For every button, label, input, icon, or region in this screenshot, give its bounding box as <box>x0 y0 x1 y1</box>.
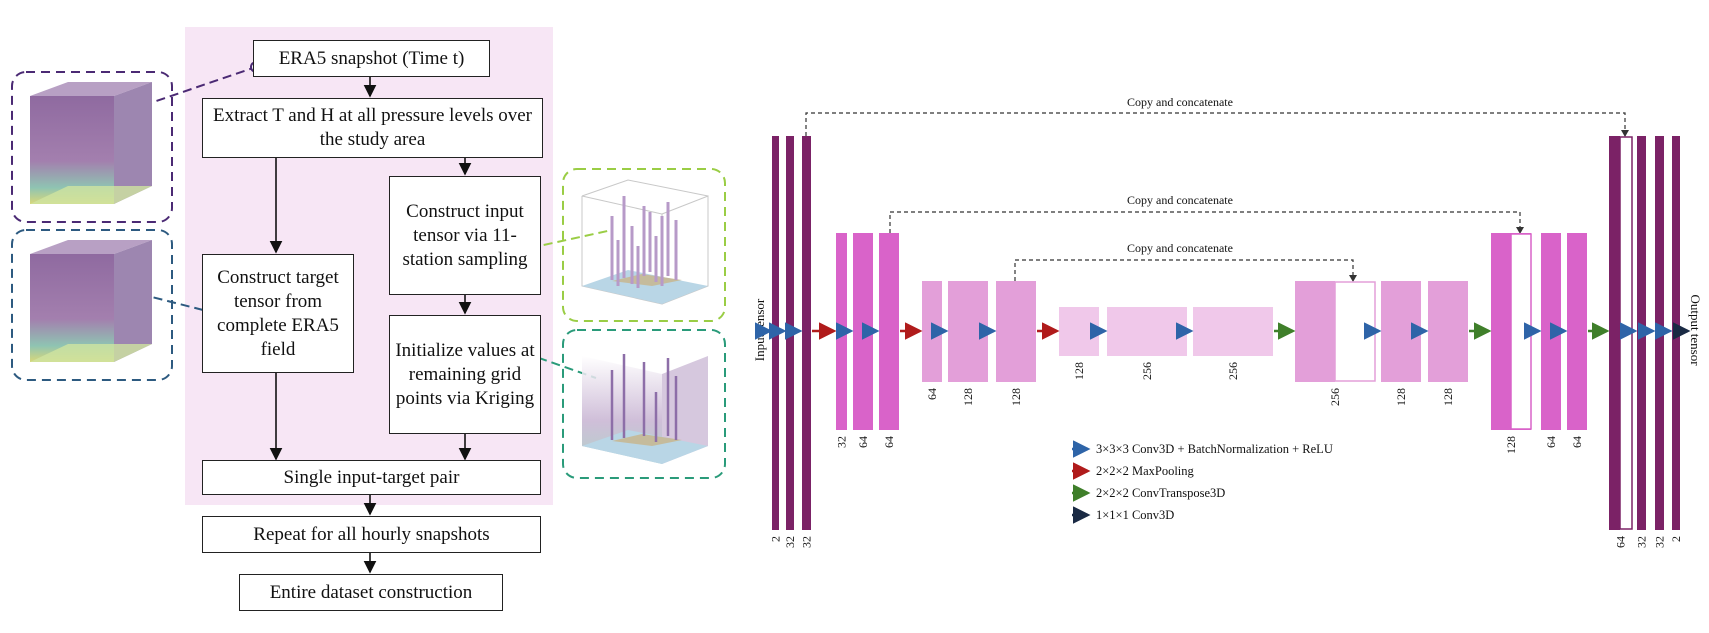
unet-concat-half-13 <box>1334 281 1376 382</box>
skip-arrowhead-level1 <box>1621 130 1629 137</box>
unet-block-19 <box>1609 136 1620 530</box>
unet-block-label-14: 128 <box>1394 388 1408 406</box>
unet-block-label-9: 128 <box>1009 388 1023 406</box>
unet-concat-half-16 <box>1510 233 1532 430</box>
unet-block-21 <box>1655 136 1664 530</box>
connector-target <box>139 293 208 312</box>
skip-connection-level1 <box>805 112 1626 136</box>
skip-arrowhead-level3 <box>1349 275 1357 282</box>
skip-connection-level3 <box>1014 259 1354 281</box>
unet-block-label-15: 128 <box>1441 388 1455 406</box>
unet-block-label-8: 128 <box>961 388 975 406</box>
entire-dataset-box: Entire dataset construction <box>239 574 503 611</box>
unet-block-label-16: 128 <box>1504 436 1518 454</box>
single-pair-box: Single input-target pair <box>202 460 541 495</box>
era5-snapshot-text: ERA5 snapshot (Time t) <box>278 47 465 69</box>
unet-block-label-13: 256 <box>1328 388 1342 406</box>
skip-connection-level2 <box>889 211 1521 233</box>
unet-block-label-18: 64 <box>1570 436 1584 448</box>
unet-block-1 <box>772 136 779 530</box>
unet-block-15 <box>1428 281 1468 382</box>
unet-block-label-7: 64 <box>925 388 939 400</box>
cube-frame-right-bottom <box>562 329 726 479</box>
unet-block-18 <box>1567 233 1587 430</box>
unet-block-label-17: 64 <box>1544 436 1558 448</box>
construct-target-box: Construct target tensor from complete ER… <box>202 254 354 373</box>
output-tensor-label: Output tensor <box>1688 294 1703 366</box>
unet-block-label-21: 32 <box>1653 536 1667 548</box>
unet-block-14 <box>1381 281 1421 382</box>
unet-block-label-5: 64 <box>856 436 870 448</box>
unet-block-label-1: 2 <box>769 536 783 542</box>
unet-block-12 <box>1193 307 1273 356</box>
unet-block-22 <box>1672 136 1680 530</box>
construct-target-text: Construct target tensor from complete ER… <box>217 266 339 360</box>
construct-input-box: Construct input tensor via 11-station sa… <box>389 176 541 295</box>
kriging-cube-image <box>582 354 708 464</box>
legend-label-1: 3×3×3 Conv3D + BatchNormalization + ReLU <box>1096 442 1333 456</box>
construct-input-text: Construct input tensor via 11-station sa… <box>402 200 528 270</box>
unet-legend-group: 3×3×3 Conv3D + BatchNormalization + ReLU… <box>1072 440 1333 524</box>
unet-block-label-10: 128 <box>1072 362 1086 380</box>
extract-text: Extract T and H at all pressure levels o… <box>212 105 533 150</box>
unet-block-8 <box>948 281 988 382</box>
repeat-box: Repeat for all hourly snapshots <box>202 516 541 553</box>
unet-block-6 <box>879 233 899 430</box>
single-pair-text: Single input-target pair <box>283 466 460 488</box>
extract-box: Extract T and H at all pressure levels o… <box>202 98 543 158</box>
unet-block-5 <box>853 233 873 430</box>
skip-label-level1: Copy and concatenate <box>1127 95 1233 109</box>
unet-block-label-3: 32 <box>800 536 814 548</box>
unet-block-2 <box>786 136 794 530</box>
era5-snapshot-box: ERA5 snapshot (Time t) <box>253 40 490 77</box>
unet-block-10 <box>1059 307 1099 356</box>
legend-label-3: 2×2×2 ConvTranspose3D <box>1096 486 1225 500</box>
legend-label-2: 2×2×2 MaxPooling <box>1096 464 1195 478</box>
cube-frame-top <box>11 71 173 223</box>
unet-block-9 <box>996 281 1036 382</box>
unet-block-label-2: 32 <box>783 536 797 548</box>
legend-label-4: 1×1×1 Conv3D <box>1096 508 1174 522</box>
unet-block-13 <box>1295 281 1335 382</box>
repeat-text: Repeat for all hourly snapshots <box>253 523 490 545</box>
unet-block-17 <box>1541 233 1561 430</box>
initialize-text: Initialize values at remaining grid poin… <box>395 339 535 409</box>
unet-block-7 <box>922 281 942 382</box>
target-volume-cube-image <box>30 240 152 362</box>
era5-volume-cube-image <box>30 82 152 204</box>
skip-label-level2: Copy and concatenate <box>1127 193 1233 207</box>
skip-label-level3: Copy and concatenate <box>1127 241 1233 255</box>
unet-block-label-4: 32 <box>835 436 849 448</box>
skip-arrowhead-level2 <box>1516 227 1524 234</box>
unet-block-4 <box>836 233 847 430</box>
unet-block-label-20: 32 <box>1635 536 1649 548</box>
cube-frame-middle <box>11 229 173 381</box>
unet-block-label-12: 256 <box>1226 362 1240 380</box>
unet-block-label-19: 64 <box>1614 536 1628 548</box>
entire-dataset-text: Entire dataset construction <box>269 581 473 603</box>
cube-frame-right-top <box>562 168 726 322</box>
initialize-box: Initialize values at remaining grid poin… <box>389 315 541 434</box>
input-tensor-label: Input tensor <box>752 298 767 361</box>
station-sampling-cube-image <box>581 179 709 305</box>
unet-block-11 <box>1107 307 1187 356</box>
unet-block-20 <box>1637 136 1646 530</box>
unet-block-label-6: 64 <box>882 436 896 448</box>
unet-concat-half-19 <box>1619 136 1633 530</box>
unet-block-label-22: 2 <box>1669 536 1683 542</box>
unet-block-3 <box>802 136 811 530</box>
unet-block-label-11: 256 <box>1140 362 1154 380</box>
